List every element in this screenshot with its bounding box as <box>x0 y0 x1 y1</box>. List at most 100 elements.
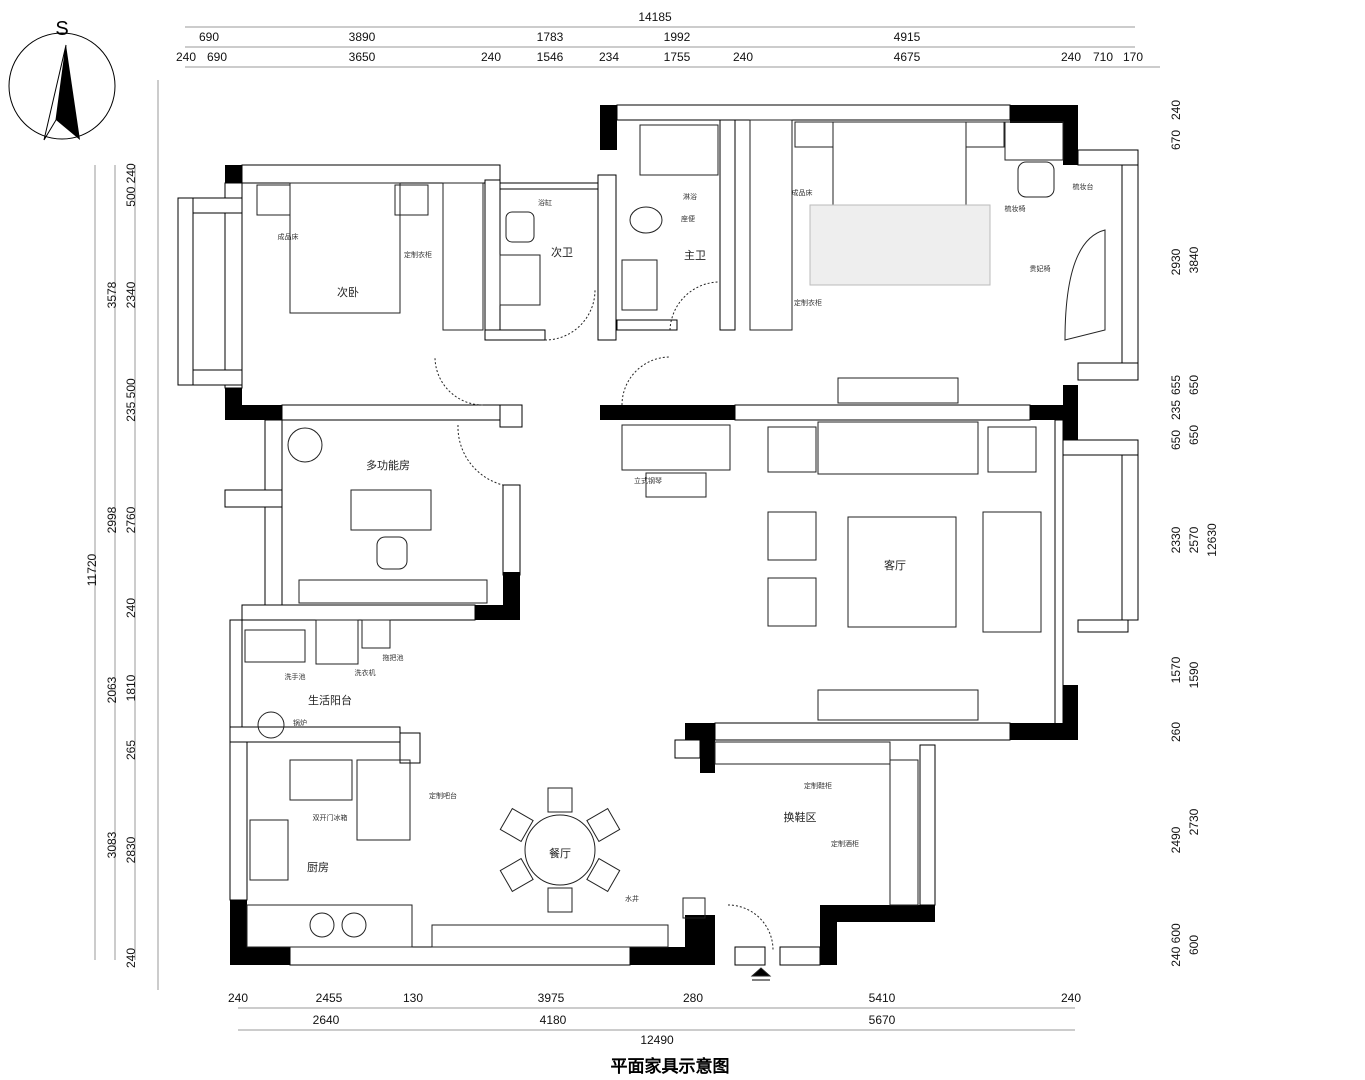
dim-bottom: 280 <box>683 991 703 1005</box>
dim-right: 2490 <box>1169 826 1183 853</box>
annotation-label: 定制酒柜 <box>831 839 859 848</box>
bar-counter <box>356 759 411 841</box>
wall-segment <box>779 946 821 966</box>
dim-top: 234 <box>599 50 619 64</box>
wall-segment <box>1121 454 1139 621</box>
tv-cabinet <box>837 377 959 404</box>
armchair <box>767 511 817 561</box>
stove <box>341 912 367 938</box>
dim-top: 710 <box>1093 50 1113 64</box>
dining-chair <box>586 857 621 893</box>
wall-column <box>1030 405 1063 420</box>
dim-right: 670 <box>1169 130 1183 150</box>
dim-right: 650 <box>1169 430 1183 450</box>
piano <box>621 424 731 471</box>
side-table <box>767 426 817 473</box>
annotation-label: 梳妆椅 <box>1005 204 1026 213</box>
annotation-label: 立式钢琴 <box>634 476 662 485</box>
dim-top: 1783 <box>537 30 564 44</box>
dim-bottom: 2455 <box>316 991 343 1005</box>
dim-top: 1546 <box>537 50 564 64</box>
wall-segment <box>1077 619 1129 633</box>
wall-column <box>1063 385 1078 440</box>
room-label: 主卫 <box>684 249 706 262</box>
dim-right: 600 <box>1187 935 1201 955</box>
wall-segment <box>229 741 248 901</box>
chaise-lounge <box>1064 229 1106 341</box>
dim-top: 4675 <box>894 50 921 64</box>
drawing-title: 平面家具示意图 <box>611 1056 730 1077</box>
dining-chair <box>586 807 621 843</box>
room-label: 生活阳台 <box>308 693 352 707</box>
dim-bottom: 240 <box>1061 991 1081 1005</box>
wall-segment <box>1121 164 1139 366</box>
sofa <box>817 421 979 475</box>
dim-left: 2830 <box>124 836 138 863</box>
annotation-label: 成品床 <box>278 232 299 241</box>
entry-door-swing <box>727 904 774 951</box>
wall-segment <box>1054 419 1064 726</box>
wall-segment <box>734 946 766 966</box>
door-swing <box>434 356 484 406</box>
dim-right: 650 <box>1187 425 1201 445</box>
vanity <box>621 259 658 311</box>
room-label: 换鞋区 <box>784 810 817 824</box>
door-swing <box>457 424 504 486</box>
wall-segment <box>919 744 936 906</box>
wall-segment <box>177 197 194 386</box>
basin <box>505 211 535 243</box>
carpet <box>809 204 991 286</box>
dim-bottom: 2640 <box>313 1013 340 1027</box>
dim-left: 500 240 <box>124 163 138 207</box>
dim-left: 265 <box>124 740 138 760</box>
wall-column <box>1010 105 1078 123</box>
dim-right: 655 <box>1169 375 1183 395</box>
dim-top: 4915 <box>894 30 921 44</box>
mop-sink <box>361 619 391 649</box>
dim-top: 690 <box>207 50 227 64</box>
wall-column <box>685 915 715 965</box>
room-label: 餐厅 <box>549 846 571 860</box>
dim-left: 240 <box>124 948 138 968</box>
wall-segment <box>241 164 501 184</box>
sideboard <box>431 924 669 948</box>
walls <box>177 104 1139 966</box>
dim-left: 1810 <box>124 674 138 701</box>
dim-top: 3650 <box>349 50 376 64</box>
wall-segment <box>734 404 1031 421</box>
dining-table <box>524 814 596 886</box>
dim-right: 240 600 <box>1169 923 1183 967</box>
wall-segment <box>241 604 476 621</box>
toilet <box>629 206 663 234</box>
desk <box>350 489 432 531</box>
dim-right: 2570 <box>1187 526 1201 553</box>
dim-left: 3083 <box>105 831 119 858</box>
wall-segment <box>484 179 501 341</box>
dim-top: 3890 <box>349 30 376 44</box>
dim-top: 240 <box>733 50 753 64</box>
wardrobe <box>442 182 484 331</box>
bathtub <box>639 124 719 176</box>
nightstand <box>794 121 834 148</box>
dim-right: 3840 <box>1187 246 1201 273</box>
wall-segment <box>1077 362 1139 381</box>
wall-segment <box>281 404 501 421</box>
dim-left: 3578 <box>105 281 119 308</box>
wall-segment <box>616 104 1011 121</box>
wall-segment <box>229 619 243 731</box>
annotation-label: 浴缸 <box>538 198 552 207</box>
wall-column <box>225 165 242 183</box>
tv-cabinet <box>817 689 979 721</box>
compass-label: S <box>55 18 68 40</box>
dim-right: 1570 <box>1169 656 1183 683</box>
dim-right: 260 <box>1169 722 1183 742</box>
dim-right-total: 12630 <box>1205 523 1219 557</box>
wall-segment <box>499 404 523 428</box>
wall-segment <box>289 946 631 966</box>
dim-right: 2930 <box>1169 248 1183 275</box>
dim-left: 2063 <box>105 676 119 703</box>
room-label: 客厅 <box>884 558 906 572</box>
dim-right: 2330 <box>1169 526 1183 553</box>
dim-top: 170 <box>1123 50 1143 64</box>
